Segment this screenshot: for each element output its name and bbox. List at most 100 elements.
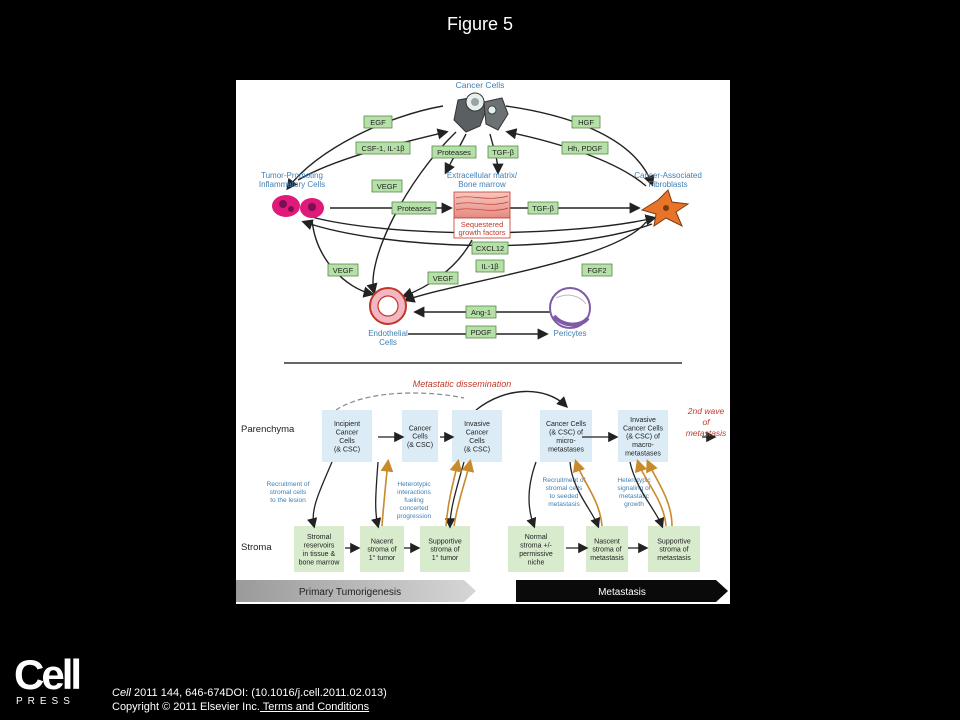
- logo-word: Cell: [14, 651, 82, 698]
- label-sequestered-2: growth factors: [458, 228, 505, 237]
- factor-proteases-top: Proteases: [437, 148, 471, 157]
- arrow-orange-2: [445, 458, 463, 527]
- pericytes-icon: [549, 287, 591, 329]
- note-recruit-2: to seeded: [550, 493, 579, 500]
- stroma-box-line: stroma of: [430, 547, 459, 554]
- factor-il1b: IL-1β: [481, 262, 499, 271]
- factor-vegf-low-mid: VEGF: [433, 274, 454, 283]
- metastasis-bar: [516, 580, 728, 602]
- stroma-box-bg: [360, 526, 404, 572]
- factor-csf: CSF-1, IL-1β: [361, 144, 405, 153]
- parenchyma-box-line: Invasive: [464, 421, 490, 428]
- factor-hh-pdgf: Hh, PDGF: [568, 144, 603, 153]
- note-hetero-1: Heterotypic: [397, 481, 431, 488]
- stroma-box-line: Stromal: [307, 534, 332, 541]
- inflammatory-cells-icon: [272, 195, 324, 218]
- label-endothelial-1: Endothelial: [368, 329, 408, 338]
- figure-diagram: Cancer Cells Tumor-Promoting Inflammator…: [236, 80, 728, 602]
- parenchyma-box-line: Cancer Cells: [623, 425, 664, 432]
- note-hetero-2: growth: [624, 501, 644, 508]
- factor-vegf-low-left: VEGF: [333, 266, 354, 275]
- label-pericytes: Pericytes: [554, 329, 587, 338]
- stroma-box-line: metastasis: [590, 555, 624, 562]
- factor-vegf-left: VEGF: [377, 182, 398, 191]
- arrow-recruit-2: [526, 461, 537, 529]
- label-sequestered-1: Sequestered: [461, 220, 504, 229]
- citation: Cell 2011 144, 646-674DOI: (10.1016/j.ce…: [112, 686, 387, 714]
- terms-link[interactable]: Terms and Conditions: [259, 701, 370, 713]
- parenchyma-box-line: micro-: [556, 438, 576, 445]
- parenchyma-box-line: (& CSC): [334, 446, 360, 453]
- stroma-box-bg: [508, 526, 564, 572]
- note-hetero-2: metastatic: [619, 493, 650, 500]
- arrow-vegf-low-left: [311, 219, 375, 298]
- parenchyma-box-line: metastases: [625, 451, 661, 458]
- parenchyma-box-line: Cancer Cells: [546, 421, 587, 428]
- parenchyma-box-line: macro-: [632, 442, 654, 449]
- note-recruit-1: to the lesion: [270, 497, 306, 504]
- note-recruit-1: Recruitment of: [267, 481, 310, 488]
- stroma-box-line: in tissue &: [303, 551, 336, 558]
- arrow-nacent-down: [371, 461, 382, 529]
- parenchyma-box-bg: [618, 410, 668, 462]
- factor-tgfb-top: TGF-β: [492, 148, 514, 157]
- arrow-orange-5: [634, 458, 667, 527]
- parenchyma-box-line: Cancer: [409, 425, 432, 432]
- parenchyma-box-line: Cells: [412, 434, 428, 441]
- parenchyma-box-line: Cells: [339, 438, 355, 445]
- arrow-orange-3: [453, 458, 475, 527]
- note-hetero-1: fueling: [404, 497, 424, 504]
- note-hetero-2: Heterotypic: [617, 477, 651, 484]
- ecm-block: [453, 191, 511, 239]
- label-metastasis: Metastasis: [598, 587, 646, 598]
- figure-panel: Cancer Cells Tumor-Promoting Inflammator…: [236, 80, 730, 604]
- stroma-box-line: stroma of: [592, 547, 621, 554]
- label-primary-tumorigenesis: Primary Tumorigenesis: [299, 587, 401, 598]
- arrow-vegf-low-mid: [401, 239, 473, 299]
- cell-press-logo: Cell PRESS: [14, 651, 82, 708]
- parenchyma-box-bg: [452, 410, 502, 462]
- parenchyma-box-line: Cancer: [336, 430, 359, 437]
- arrow-supportive-met-down: [629, 461, 665, 529]
- parenchyma-box-bg: [322, 410, 372, 462]
- factor-egf: EGF: [370, 118, 386, 127]
- arrow-dissemination: [475, 390, 568, 411]
- parenchyma-box-line: (& CSC) of: [626, 434, 660, 441]
- factor-hgf: HGF: [578, 118, 594, 127]
- stroma-box-line: Nacent: [371, 538, 393, 545]
- stroma-box-line: Normal: [525, 534, 548, 541]
- label-cancer-cells: Cancer Cells: [456, 80, 505, 90]
- stroma-box-line: permissive: [519, 551, 553, 558]
- parenchyma-box-line: (& CSC): [464, 446, 490, 453]
- stroma-box-line: stroma of: [367, 547, 396, 554]
- factor-fgf2: FGF2: [587, 266, 606, 275]
- journal-name: Cell: [112, 687, 131, 699]
- stroma-box-line: Supportive: [657, 538, 691, 545]
- parenchyma-box-line: Invasive: [630, 417, 656, 424]
- parenchyma-box-line: metastases: [548, 446, 584, 453]
- stroma-box-line: bone marrow: [299, 559, 341, 566]
- stroma-box-line: metastasis: [657, 555, 691, 562]
- note-recruit-2: Recruitment of: [543, 477, 586, 484]
- stroma-box-line: 1° tumor: [432, 554, 459, 562]
- note-hetero-1: concerted: [400, 505, 429, 512]
- arrow-hh-pdgf: [505, 128, 647, 187]
- arrow-recruit-1: [307, 461, 333, 529]
- label-second-wave-1: 2nd wave: [687, 406, 725, 416]
- label-ecm-1: Extracellular matrix/: [447, 171, 518, 180]
- note-recruit-2: stromal cells: [546, 485, 583, 492]
- label-ecm-2: Bone marrow: [458, 180, 506, 189]
- stroma-box-line: stroma of: [659, 547, 688, 554]
- cancer-cells-icon: [453, 92, 509, 133]
- parenchyma-box-line: Incipient: [334, 421, 360, 428]
- arrow-dissemination-dashed: [335, 392, 465, 411]
- stroma-box: Nacent stroma of1° tumor: [360, 526, 404, 572]
- factor-boxes: EGF CSF-1, IL-1β HGF Hh, PDGF Proteases …: [327, 115, 613, 339]
- figure-title: Figure 5: [446, 14, 514, 34]
- parenchyma-box-line: Cells: [469, 438, 485, 445]
- copyright: Copyright © 2011 Elsevier Inc.: [112, 701, 260, 713]
- stroma-box-line: 1° tumor: [369, 554, 396, 562]
